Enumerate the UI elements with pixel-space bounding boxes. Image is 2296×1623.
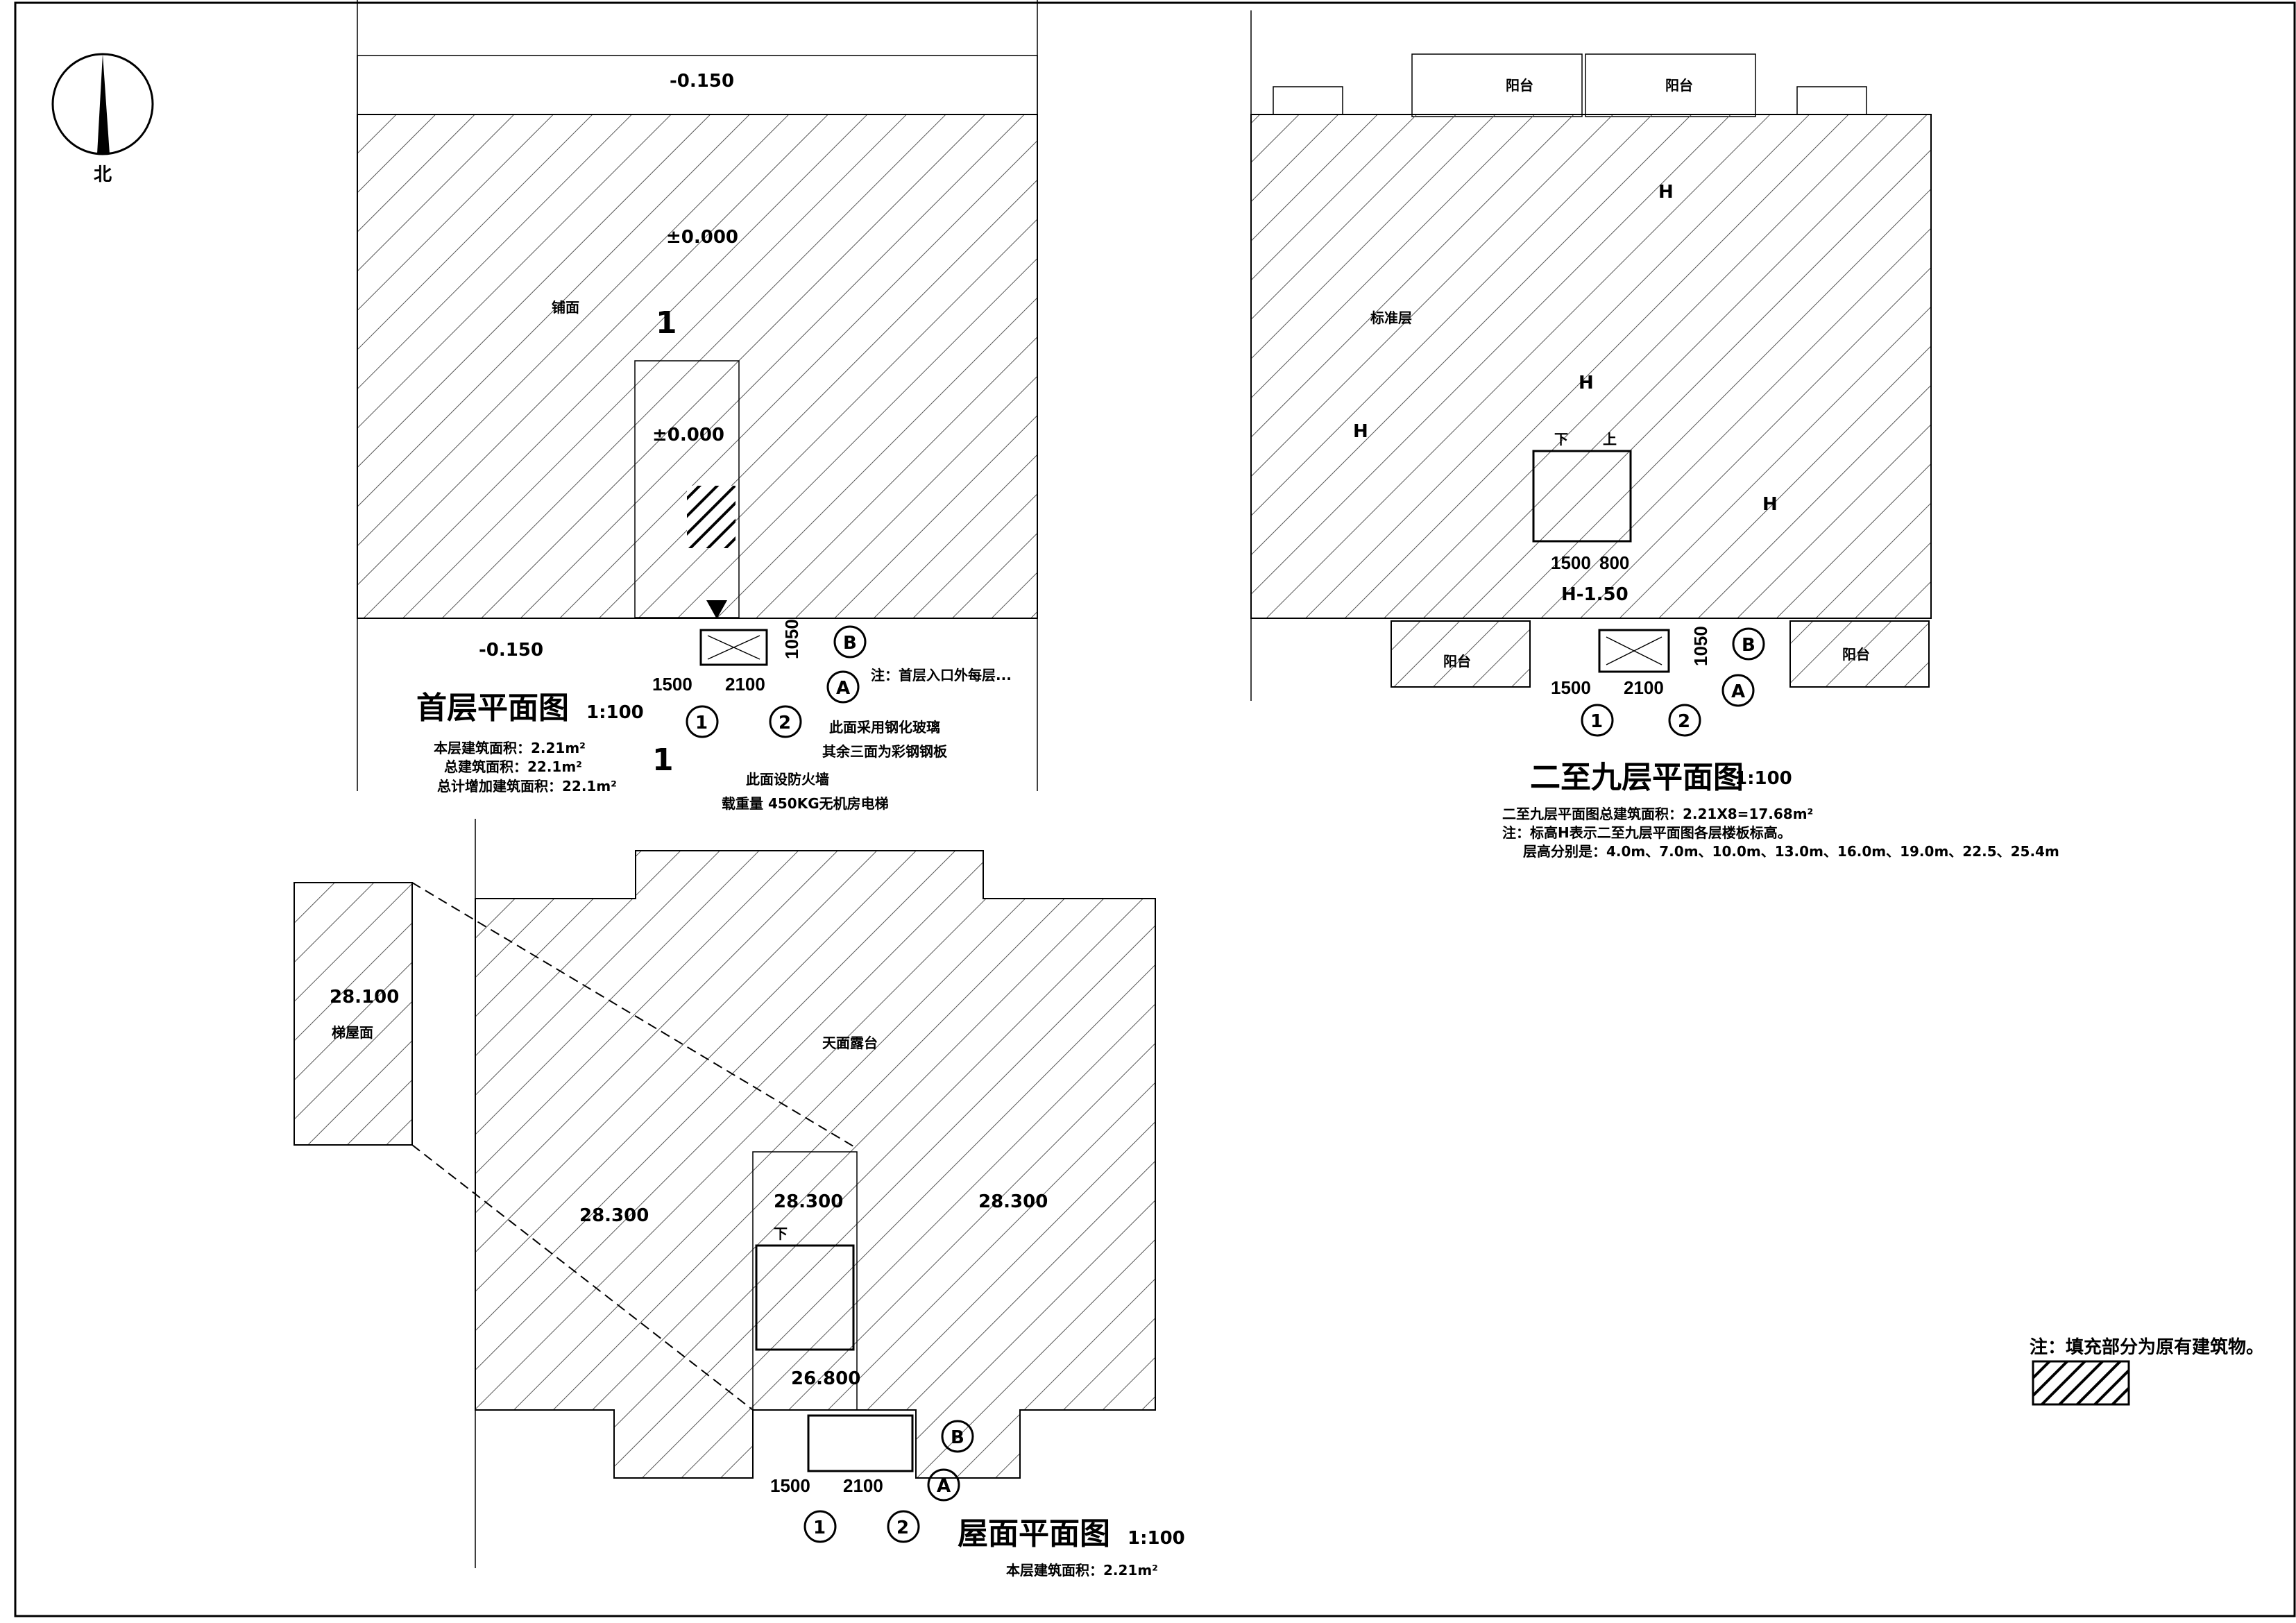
dimension: 2100 [1624, 677, 1664, 698]
axis-bubble: A [1731, 681, 1745, 702]
dimension: 1500 [652, 674, 692, 695]
note-text: 此面采用钢化玻璃 [829, 719, 940, 736]
dimension: 1050 [1690, 626, 1711, 666]
plan-scale: 1:100 [1735, 768, 1792, 789]
elevation-label: ±0.000 [652, 425, 724, 445]
axis-bubble: B [843, 633, 857, 654]
area-text: 总建筑面积：22.1m² [444, 758, 582, 775]
dimension: 2100 [725, 674, 765, 695]
room-label: 标准层 [1370, 309, 1412, 326]
level-label: H [1762, 494, 1778, 515]
dimension: 800 [1599, 552, 1629, 573]
plan-title: 二至九层平面图 [1530, 760, 1744, 795]
level-label: H [1579, 373, 1594, 393]
axis-bubble: 2 [779, 713, 791, 733]
note-text: 此面设防火墙 [746, 771, 829, 788]
room-label: 铺面 [552, 299, 579, 316]
dimension: 1050 [781, 619, 802, 659]
level-label: H [1658, 182, 1674, 203]
plan-scale: 1:100 [586, 702, 644, 723]
plan-title: 屋面平面图 [958, 1516, 1110, 1552]
elevation-label: 28.300 [978, 1191, 1048, 1212]
sheet-border [14, 1, 2296, 1617]
note-text: 其余三面为彩钢钢板 [822, 743, 948, 760]
dimension: 1500 [770, 1475, 810, 1496]
typical-floor-plan: 阳台 阳台 阳台 阳台 标准层 H H H H 下 上 H-1.50 1500 … [1250, 10, 2059, 860]
elevation-label: ±0.000 [666, 227, 738, 248]
elevation-label: -0.150 [670, 71, 734, 92]
axis-bubble: B [951, 1427, 964, 1448]
room-label: 梯屋面 [332, 1024, 373, 1041]
axis-bubble: 1 [695, 713, 708, 733]
note-text: 注：标高H表示二至九层平面图各层楼板标高。 [1502, 824, 1792, 841]
hatch-swatch [2032, 1360, 2130, 1406]
axis-bubble: 2 [896, 1518, 909, 1538]
axis-bubble: 1 [813, 1518, 826, 1538]
elevation-label: 28.300 [774, 1191, 843, 1212]
area-text: 本层建筑面积：2.21m² [1006, 1562, 1158, 1579]
stair-label: 下 [1554, 431, 1568, 448]
elevation-label: 28.300 [579, 1205, 649, 1226]
dimension: 1500 [1551, 552, 1591, 573]
axis-bubble: 1 [1590, 711, 1603, 732]
north-label: 北 [94, 164, 112, 185]
area-text: 本层建筑面积：2.21m² [434, 740, 586, 756]
note-text: 注：首层入口外每层... [871, 667, 1012, 683]
elevation-label: 28.100 [330, 987, 399, 1008]
elevation-label: -0.150 [479, 640, 543, 661]
axis-bubble: 2 [1678, 711, 1690, 732]
plan-scale: 1:100 [1128, 1528, 1185, 1549]
dimension: 2100 [843, 1475, 883, 1496]
area-text: 总计增加建筑面积：22.1m² [437, 778, 617, 794]
stair-label: 下 [774, 1225, 788, 1242]
section-mark: 1 [652, 742, 674, 778]
plan-title: 首层平面图 [416, 690, 569, 726]
axis-bubble: B [1742, 635, 1755, 656]
ground-floor-plan: -0.150 ±0.000 ±0.000 -0.150 铺面 1 1 1500 … [357, 0, 1038, 812]
dimension: 1500 [1551, 677, 1591, 698]
roof-plan: 28.100 梯屋面 天面露台 28.300 28.300 28.300 下 2… [294, 819, 1185, 1579]
room-label: 阳台 [1842, 646, 1870, 663]
section-mark: 1 [656, 305, 677, 341]
stair-label: 上 [1603, 431, 1617, 448]
room-label: 阳台 [1443, 653, 1471, 670]
axis-bubble: A [836, 678, 850, 699]
legend-text: 注：填充部分为原有建筑物。 [2030, 1336, 2264, 1358]
level-label: H-1.50 [1561, 584, 1629, 605]
note-text: 二至九层平面图总建筑面积：2.21X8=17.68m² [1502, 806, 1813, 822]
room-label: 天面露台 [822, 1035, 878, 1051]
axis-bubble: A [937, 1476, 951, 1497]
room-label: 阳台 [1506, 77, 1533, 94]
note-text: 载重量 450KG无机房电梯 [722, 795, 889, 812]
north-arrow-icon: 北 [51, 53, 154, 185]
elevation-label: 26.800 [791, 1368, 860, 1389]
level-label: H [1353, 421, 1368, 442]
note-text: 层高分别是：4.0m、7.0m、10.0m、13.0m、16.0m、19.0m、… [1523, 843, 2059, 860]
room-label: 阳台 [1665, 77, 1693, 94]
legend: 注：填充部分为原有建筑物。 [2030, 1336, 2264, 1406]
